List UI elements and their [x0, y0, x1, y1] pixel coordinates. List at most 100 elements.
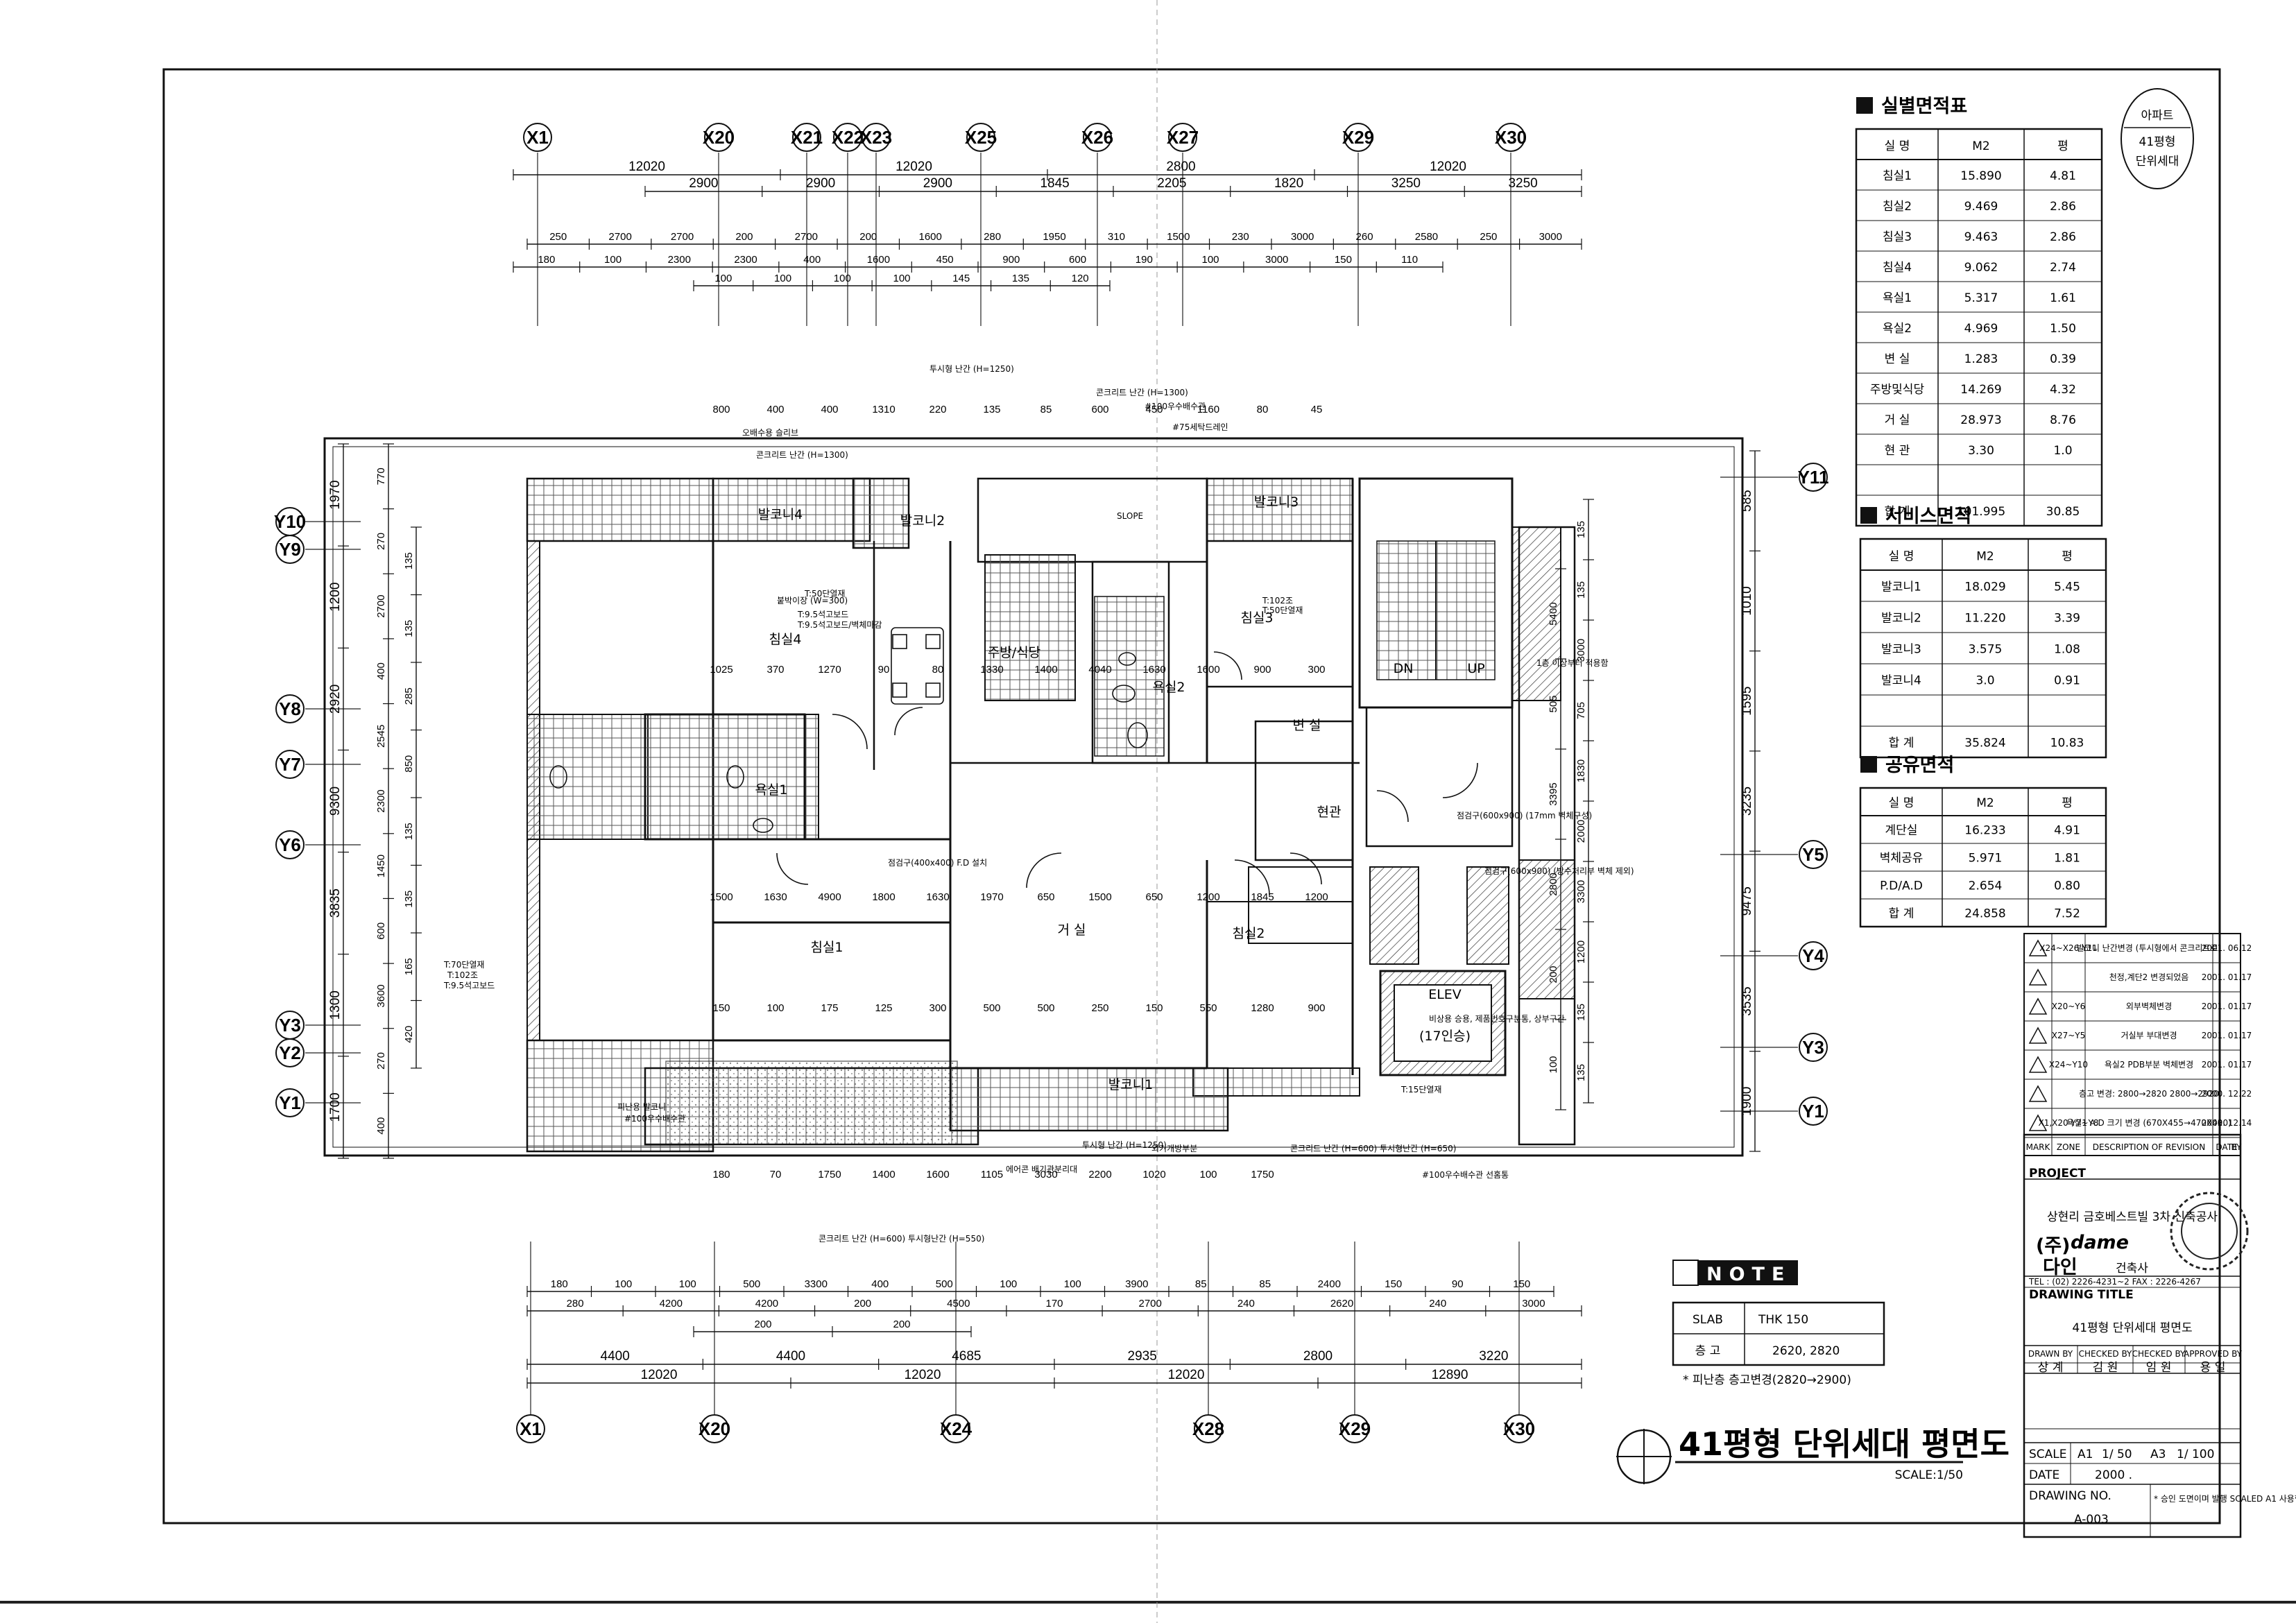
elevator-label: ELEV	[1428, 987, 1462, 1002]
dim-value-top_r3: 1500	[1167, 231, 1190, 243]
signature-name: 용 일	[2200, 1361, 2226, 1375]
sheet-border	[162, 68, 2221, 1525]
interior-dimension: 1800	[872, 891, 895, 903]
interior-dimension: 70	[770, 1169, 782, 1180]
signature-name: 임 원	[2146, 1361, 2172, 1375]
interior-dimension: 1310	[872, 404, 895, 415]
room-balcony4: 발코니4	[758, 507, 803, 522]
dim-value-bot_r2: 4200	[660, 1298, 683, 1309]
grid-top-bubble	[1083, 123, 1112, 152]
interior-dimension: 370	[766, 664, 784, 676]
grid-right-bubble	[1799, 1097, 1828, 1126]
revision-desc: 층고 변경: 2800→2820 2800→2920	[2079, 1089, 2219, 1099]
grid-left-label: Y10	[274, 511, 306, 532]
area_table-cell: 4.969	[1964, 322, 1998, 336]
revision-date: 2001. 01.17	[2202, 1060, 2252, 1070]
dim-value-top_r4: 400	[803, 254, 821, 266]
common_table-cell: 24.858	[1964, 907, 2005, 920]
area_table-title: 실별면적표	[1881, 96, 1967, 117]
signature-name: 김 원	[2093, 1361, 2118, 1375]
dim-value-bot_r1: 150	[1385, 1278, 1402, 1290]
plan-title: 41평형 단위세대 평면도	[1679, 1425, 2010, 1463]
room-entrance: 현관	[1317, 805, 1342, 820]
annotation-note: 붙박이장 (W=300)	[777, 596, 848, 606]
interior-dimension: 85	[1040, 404, 1052, 415]
dim-value-bot_r5: 12020	[641, 1368, 678, 1382]
date-value: 2000 .	[2095, 1468, 2132, 1482]
dim-value-top_r1: 12020	[896, 160, 932, 174]
dim-value-top_r3: 1950	[1043, 231, 1065, 243]
dim-value-top_r5: 100	[893, 273, 910, 284]
revision-triangle-icon	[2028, 1085, 2048, 1102]
service_table-cell: 1.08	[2054, 643, 2080, 657]
annotation-note: T:9.5석고보드	[797, 610, 848, 619]
dim-value-bot_r1: 150	[1513, 1278, 1530, 1290]
dim-value-right_b: 135	[1575, 581, 1587, 599]
dim-value-top_r3: 230	[1232, 231, 1249, 243]
grid-top-bubble	[792, 123, 821, 152]
dim-value-bot_r1: 100	[615, 1278, 632, 1290]
common_table-header: 실 명	[1889, 796, 1914, 810]
grid-bottom-bubble	[1194, 1414, 1223, 1443]
dim-value-right_b: 135	[1575, 1064, 1587, 1081]
service_table-cell: 3.39	[2054, 612, 2080, 626]
dim-value-bot_r2: 280	[567, 1298, 584, 1309]
dim-value-bot_r4: 2800	[1303, 1349, 1333, 1364]
area_table-cell: 101.995	[1957, 505, 2005, 519]
dim-value-top_r3: 280	[984, 231, 1001, 243]
grid-bottom-label: X1	[520, 1418, 542, 1439]
interior-dimension: 500	[983, 1002, 1000, 1014]
interior-dimension: 500	[1037, 1002, 1054, 1014]
dim-value-top_r3: 2700	[671, 231, 694, 243]
area_table-cell: 9.469	[1964, 200, 1998, 214]
annotation-note: 투시형 난간 (H=1250)	[929, 364, 1014, 374]
revision-triangle-icon	[2028, 997, 2048, 1015]
dim-value-bot_r2: 240	[1237, 1298, 1255, 1309]
grid-left-label: Y8	[279, 698, 301, 719]
annotation-note: 점검구(400x400) F.D 설치	[888, 858, 987, 868]
dim-value-top_r3: 3000	[1539, 231, 1562, 243]
unit-badge-line3: 단위세대	[2136, 155, 2179, 169]
service_table-cell: 3.575	[1969, 643, 2003, 657]
dim-value-bot_r2: 200	[854, 1298, 871, 1309]
service_table-title: 서비스면적	[1885, 506, 1971, 527]
grid-right-bubble	[1799, 1033, 1828, 1062]
revision-zone: X24~X26 Y11	[2039, 943, 2097, 953]
revision-zone: X20~Y6	[2052, 1002, 2086, 1011]
area_table-cell: 침실2	[1883, 200, 1912, 214]
interior-dimension: 150	[1145, 1002, 1163, 1014]
dim-value-bot_r5: 12020	[905, 1368, 941, 1382]
interior-dimension: 300	[1308, 664, 1325, 676]
dim-value-bot_r2: 2700	[1138, 1298, 1161, 1309]
dim-value-top_r4: 150	[1335, 254, 1352, 266]
fixtures	[549, 627, 1478, 895]
interior-dimension: 900	[1253, 664, 1271, 676]
interior-dimension: 1845	[1251, 891, 1274, 903]
interior-dimension: 1200	[1197, 891, 1219, 903]
dim-value-top_r4: 190	[1136, 254, 1153, 266]
interior-dimension: 1500	[710, 891, 733, 903]
annotation-note: T:9.5석고보드/벽체마감	[797, 620, 882, 630]
area_table-cell: 9.463	[1964, 230, 1998, 244]
signature-header: APPROVED BY	[2184, 1349, 2243, 1359]
dim-value-top_r4: 100	[1201, 254, 1219, 266]
dim-value-top_r4: 180	[538, 254, 555, 266]
dim-value-top_r3: 250	[1480, 231, 1497, 243]
area_table-cell: 2.74	[2050, 261, 2076, 275]
area_table-cell: 1.0	[2053, 444, 2072, 458]
service_table-cell: 18.029	[1964, 581, 2005, 594]
area_table-title-mark	[1856, 97, 1873, 114]
dim-value-left_b: 600	[375, 922, 387, 940]
dim-value-bot_r2: 4200	[755, 1298, 778, 1309]
area_table-cell: 1.283	[1964, 352, 1998, 366]
area_table-cell: 변 실	[1885, 352, 1910, 366]
dim-value-left_c: 165	[403, 958, 415, 975]
grid-left-bubble	[275, 750, 305, 779]
interior-dimension: 1280	[1251, 1002, 1274, 1014]
dim-value-top_r5: 100	[714, 273, 732, 284]
area_table-cell: 5.317	[1964, 291, 1998, 305]
dim-value-top_r1: 12020	[1430, 160, 1466, 174]
